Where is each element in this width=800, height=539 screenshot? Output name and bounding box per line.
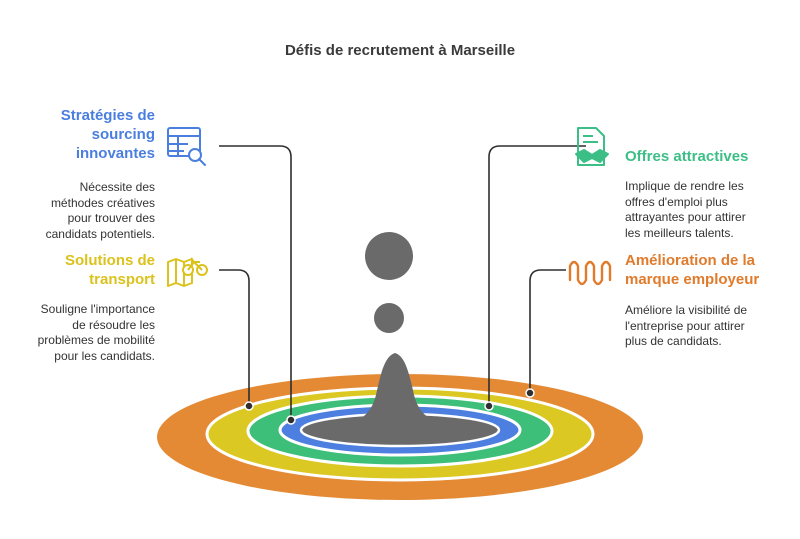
desc-line: Souligne l'importance	[40, 302, 155, 316]
heading-transport: Solutions de transport	[20, 251, 155, 289]
heading-offres: Offres attractives	[625, 147, 795, 166]
connector-dot-transport	[244, 401, 254, 411]
desc-line: Implique de rendre les	[625, 179, 744, 193]
connector-dot-offres	[484, 401, 494, 411]
connector-offres	[488, 145, 586, 406]
heading-marque: Amélioration de la marque employeur	[625, 251, 795, 289]
connector-dot-sourcing	[286, 415, 296, 425]
table-search-icon	[167, 127, 206, 166]
desc-line: les meilleurs talents.	[625, 225, 734, 240]
desc-transport: Souligne l'importance de résoudre les pr…	[10, 302, 155, 364]
desc-line: offres d'emploi plus	[625, 194, 728, 209]
splash-column	[312, 353, 488, 430]
desc-marque: Améliore la visibilité de l'entreprise p…	[625, 303, 795, 350]
heading-line: innovantes	[75, 145, 155, 162]
heading-line: sourcing	[91, 126, 155, 143]
bicycle-map-icon	[167, 257, 208, 287]
connector-transport	[219, 269, 250, 406]
connector-marque	[529, 269, 566, 393]
desc-line: attrayantes pour attirer	[625, 210, 746, 224]
heading-line: Amélioration de la	[625, 252, 756, 269]
heading-line: marque employeur	[625, 271, 760, 288]
desc-line: plus de candidats.	[625, 334, 722, 348]
desc-line: pour trouver des	[67, 211, 155, 225]
heading-line: Solutions de	[65, 252, 155, 269]
desc-line: problèmes de mobilité	[37, 333, 155, 347]
droplet-small	[374, 303, 404, 333]
desc-line: Améliore la visibilité de	[625, 303, 748, 317]
heading-line: transport	[89, 271, 155, 288]
desc-line: Nécessite des	[79, 180, 155, 194]
droplet-large	[365, 232, 413, 280]
heading-sourcing: Stratégies de sourcing innovantes	[20, 106, 155, 163]
desc-line: de résoudre les	[72, 317, 155, 332]
desc-line: méthodes créatives	[50, 195, 155, 210]
desc-line: candidats potentiels.	[45, 226, 155, 241]
desc-offres: Implique de rendre les offres d'emploi p…	[625, 179, 795, 241]
desc-sourcing: Nécessite des méthodes créatives pour tr…	[20, 180, 155, 242]
connector-sourcing	[219, 145, 292, 420]
heading-line: Offres attractives	[625, 148, 749, 165]
desc-line: l'entreprise pour attirer	[625, 318, 745, 333]
desc-line: pour les candidats.	[54, 348, 155, 363]
signal-wave-icon	[568, 260, 612, 286]
heading-line: Stratégies de	[60, 107, 155, 124]
connector-dot-marque	[525, 388, 535, 398]
document-handshake-icon	[575, 127, 609, 166]
page-title: Défis de recrutement à Marseille	[284, 42, 516, 59]
